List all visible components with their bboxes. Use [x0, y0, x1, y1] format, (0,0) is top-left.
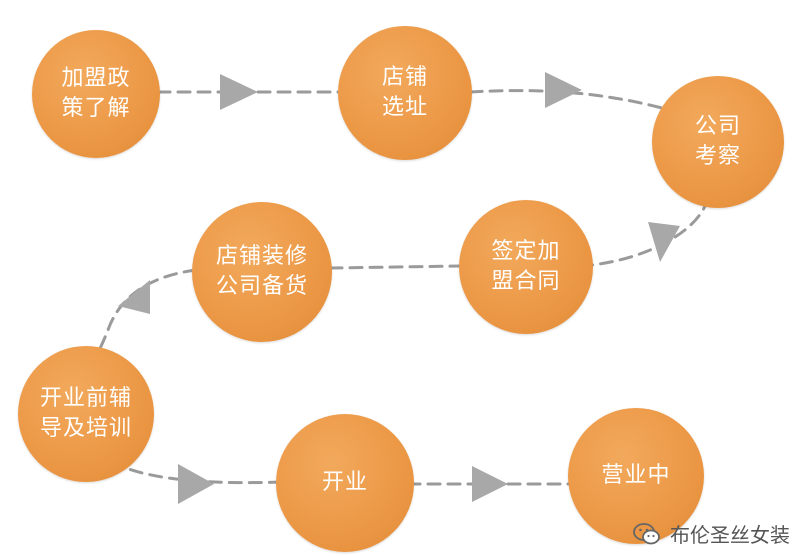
step-training: 开业前辅 导及培训: [18, 346, 154, 482]
step-inspect: 公司 考察: [652, 76, 784, 208]
step-site: 店铺 选址: [338, 26, 472, 160]
arrow-right-icon: [472, 466, 508, 502]
watermark: 布伦圣丝女装: [632, 519, 790, 548]
step-label: 营业中: [601, 463, 671, 488]
arrow-down-left-icon: [648, 222, 680, 262]
arrow-right-icon: [178, 464, 214, 504]
step-label: 开业前辅 导及培训: [39, 386, 132, 441]
arrow-down-left-icon: [118, 280, 150, 314]
step-label: 开业: [321, 470, 368, 495]
step-decor: 店铺装修 公司备货: [192, 202, 332, 342]
connector-contract-decor: [328, 264, 464, 270]
step-open: 开业: [276, 414, 414, 552]
step-label: 签定加 盟合同: [491, 239, 561, 294]
step-label: 店铺装修 公司备货: [215, 244, 308, 299]
arrow-right-icon: [220, 74, 258, 110]
step-label: 加盟政 策了解: [61, 66, 131, 121]
connector-inspect-contract: [590, 196, 710, 267]
arrow-right-icon: [545, 72, 582, 108]
step-contract: 签定加 盟合同: [459, 200, 593, 334]
step-label: 公司 考察: [694, 114, 741, 169]
step-label: 店铺 选址: [381, 65, 428, 120]
step-policy: 加盟政 策了解: [32, 30, 160, 158]
watermark-text: 布伦圣丝女装: [670, 523, 790, 547]
step-operating: 营业中: [568, 408, 704, 544]
wechat-icon: [633, 522, 660, 544]
